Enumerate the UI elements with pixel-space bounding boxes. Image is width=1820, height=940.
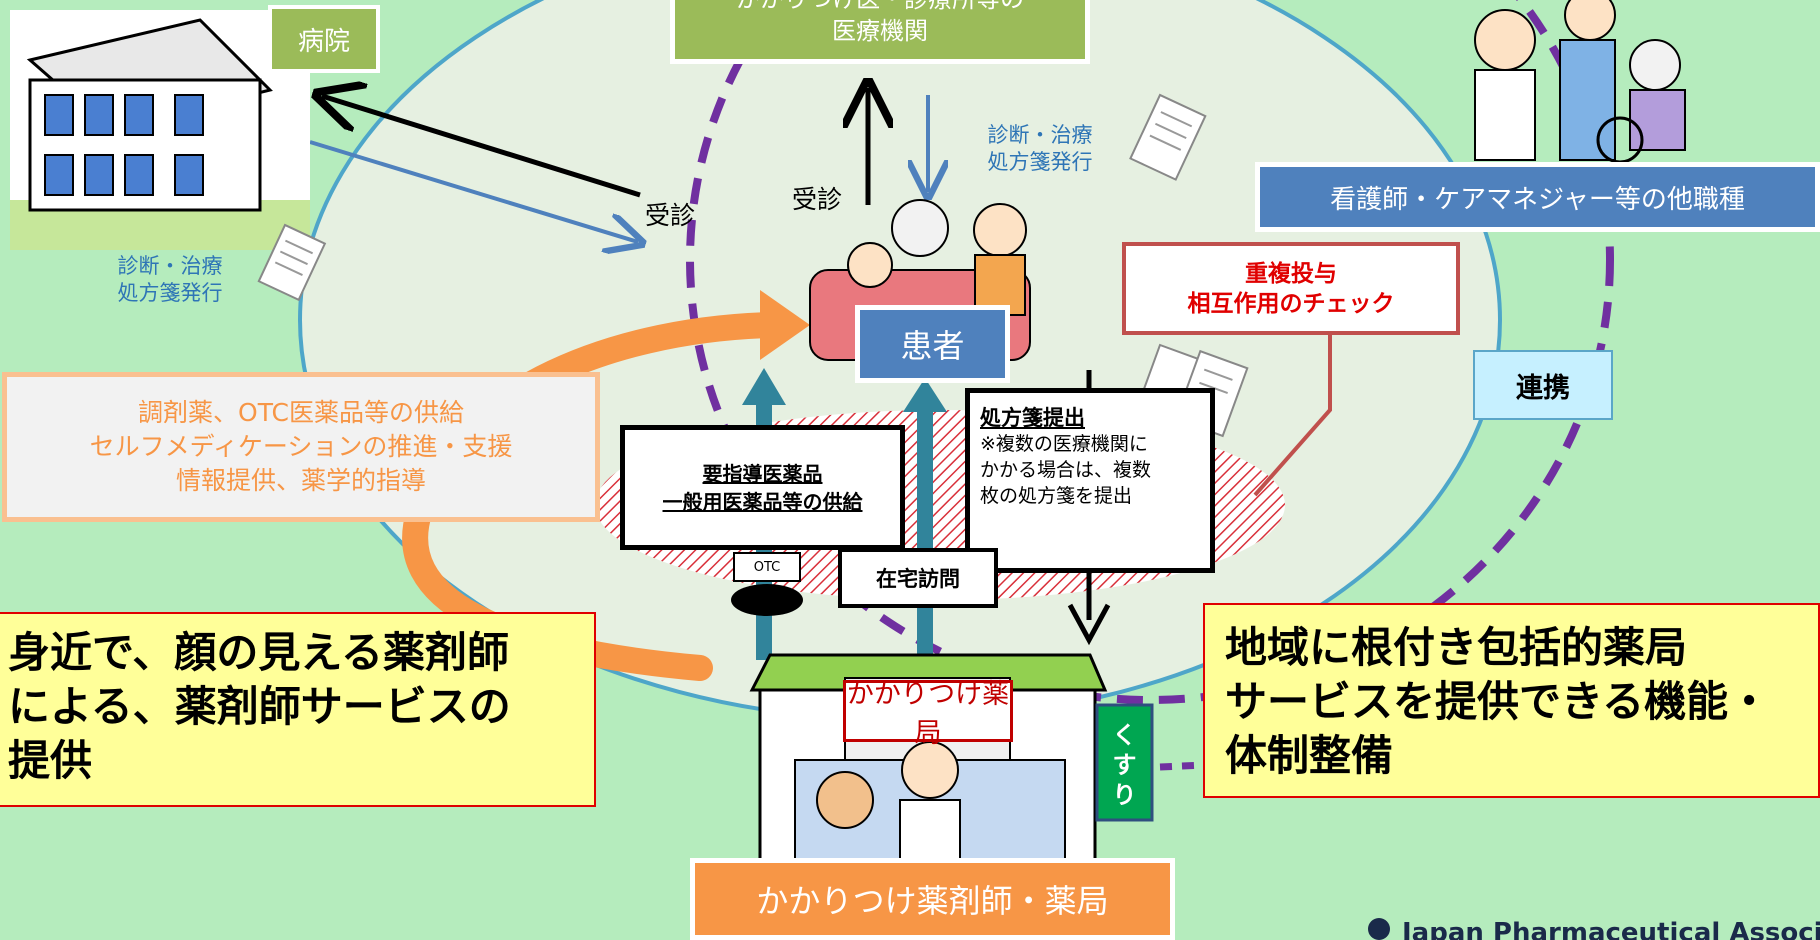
teal-arrow-head-center [903,378,947,412]
renkei-label: 連携 [1473,350,1613,420]
nurse-label: 看護師・ケアマネジャー等の他職種 [1255,162,1820,232]
logo-icon [1368,918,1390,940]
prescription-submit-box: 処方箋提出 ※複数の医療機関に かかる場合は、複数 枚の処方箋を提出 [965,388,1215,573]
teal-arrow-shaft-center [917,410,933,660]
otc-pedestal-icon [731,584,803,616]
consult-label-center: 受診 [792,185,843,214]
prescription-paper-icon [257,223,327,302]
pharmacy-network-dashed-circle [686,0,1614,704]
hospital-label: 病院 [268,5,380,73]
consult-label-left: 受診 [645,201,696,230]
pharmacy-sign: かかりつけ薬局 [843,679,1013,749]
home-visit-label: 在宅訪問 [838,548,998,608]
right-yellow-connector [1159,761,1206,771]
supply-info-box: 調剤薬、OTC医薬品等の供給 セルフメディケーションの推進・支援 情報提供、薬学… [2,372,600,522]
interaction-check-box: 重複投与 相互作用のチェック [1122,242,1460,335]
supply-arrow-head [760,290,810,360]
teal-arrow-head-left [742,368,786,405]
pharmacist-service-box: 身近で、顔の見える薬剤師 による、薬剤師サービスの 提供 [0,612,596,807]
consult-arrow-to-hospital [322,96,641,198]
check-connector-line [1253,335,1332,497]
clinic-line-1: かかりつけ医・診療所等の [736,0,1024,15]
pharmacy-side-sign: く す り [1112,721,1137,809]
clinic-box: かかりつけ医・診療所等の 医療機関 [670,0,1090,64]
patient-label: 患者 [855,305,1010,383]
otc-label: OTC [733,552,801,582]
diagnosis-label-left: 診断・治療 処方箋発行 [117,254,223,305]
diagnosis-arrow-from-hospital [309,140,638,242]
diagnosis-label-center: 診断・治療 処方箋発行 [987,123,1093,174]
prescription-title: 処方箋提出 [980,406,1085,430]
community-pharmacy-box: 地域に根付き包括的薬局 サービスを提供できる機能・ 体制整備 [1203,603,1820,798]
footer-logo: Japan Pharmaceutical Association [1368,918,1820,940]
clinic-line-2: 医療機関 [832,17,928,45]
nurse-and-caregiver-icon [1474,0,1686,164]
hospital-building-icon [10,10,310,250]
prescription-paper-icon [1129,93,1207,181]
pharmacy-label: かかりつけ薬剤師・薬局 [690,858,1175,940]
guidance-drugs-box: 要指導医薬品 一般用医薬品等の供給 [620,425,905,550]
